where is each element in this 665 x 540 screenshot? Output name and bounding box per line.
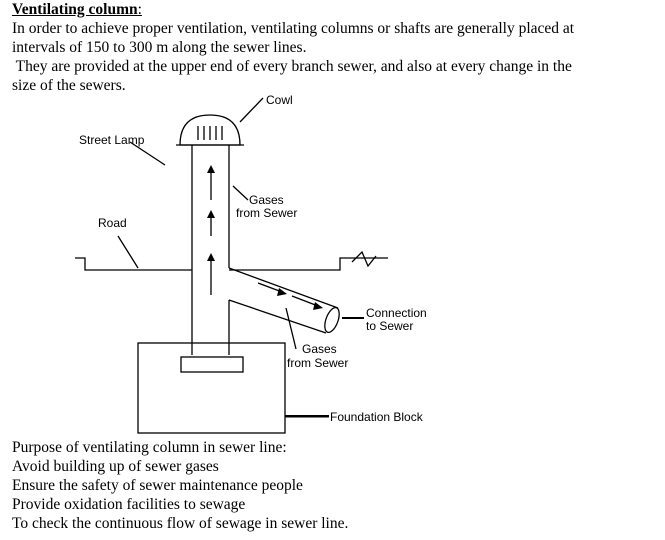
purpose-title: Purpose of ventilating column in sewer l… [12,439,287,456]
label-gases-upper-1: Gases [249,193,284,207]
heading-colon: : [137,1,142,18]
intro-line-3: They are provided at the upper end of ev… [12,58,572,75]
label-street-lamp: Street Lamp [79,133,145,147]
heading-text: Ventilating column [12,1,138,18]
section-heading: Ventilating column: [12,0,142,19]
purpose-item: To check the continuous flow of sewage i… [12,515,349,532]
intro-line-1: In order to achieve proper ventilation, … [12,20,575,37]
intro-line-2: intervals of 150 to 300 m along the sewe… [12,39,307,56]
label-cowl: Cowl [266,93,293,107]
intro-line-4: size of the sewers. [12,77,126,94]
label-foundation-block: Foundation Block [330,410,424,424]
break-symbol [351,250,377,268]
leader-gases-lower [285,307,297,350]
purpose-section: Purpose of ventilating column in sewer l… [12,438,348,533]
leader-gases-upper [232,185,249,201]
label-road: Road [98,216,127,230]
label-gases-upper-2: from Sewer [236,206,297,220]
purpose-item: Provide oxidation facilities to sewage [12,496,246,513]
purpose-item: Ensure the safety of sewer maintenance p… [12,477,303,494]
label-gases-lower-2: from Sewer [287,356,348,370]
column-base-plate [180,356,244,373]
foundation-block [137,342,286,434]
road-line-right [229,257,388,271]
leader-street-lamp [129,141,166,166]
pipe-end [324,306,340,334]
leader-cowl [239,97,264,123]
label-connection-2: to Sewer [366,319,413,333]
road-line-left [75,257,192,271]
branch-pipe-bottom [228,299,327,334]
purpose-item: Avoid building up of sewer gases [12,458,219,475]
ventilating-column-diagram: Cowl Street Lamp Gases from Sewer Road C… [75,93,427,434]
cowl-shape [179,114,241,146]
branch-pipe-top [228,267,339,309]
leader-road [117,235,139,269]
label-gases-lower-1: Gases [302,342,337,356]
label-connection-1: Connection [366,306,427,320]
